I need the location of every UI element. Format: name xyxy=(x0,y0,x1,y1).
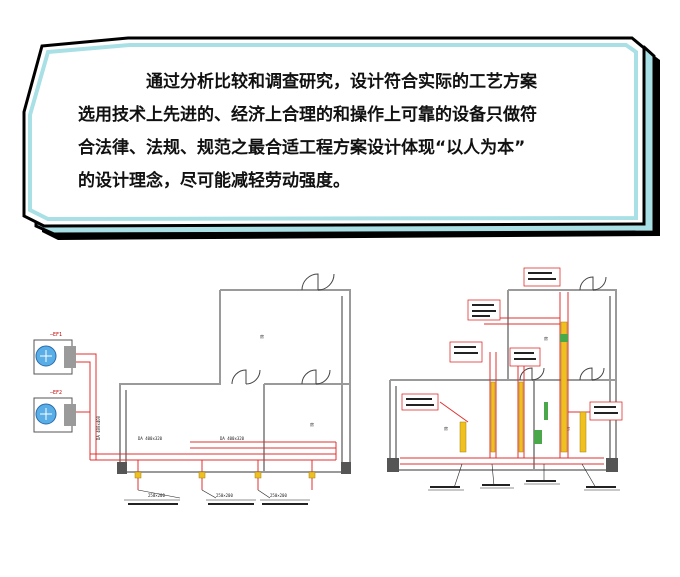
left-post-1 xyxy=(117,462,127,474)
right-plan-svg: 房 房 房 xyxy=(387,267,623,491)
left-room-label-1: 房 xyxy=(260,333,264,339)
right-label-box-text-marks xyxy=(406,272,618,414)
right-ducts xyxy=(400,292,604,465)
left-callout-1: 250×200 xyxy=(148,493,165,498)
panel-frame xyxy=(22,36,660,240)
left-callout-subtext-marks xyxy=(128,503,308,505)
svg-text:—EF1: —EF1 xyxy=(50,332,62,338)
right-walls xyxy=(389,289,617,471)
duct-label-vertical: DA 400x400 xyxy=(96,415,101,440)
panel-inner-accent xyxy=(28,43,638,222)
duct-label-horizontal-1: DA 400x320 xyxy=(138,436,163,441)
left-plan-svg: 房 房 —EF1 —EF2 xyxy=(33,273,351,505)
right-post-1 xyxy=(387,458,399,472)
left-walls xyxy=(119,289,351,473)
right-pipe-risers xyxy=(459,321,587,453)
left-fan-units: —EF1 —EF2 xyxy=(33,332,76,433)
panel-line-3: 合法律、法规、规范之最合适工程方案设计体现“以人为本” xyxy=(78,138,526,158)
panel-text: 通过分析比较和调查研究，设计符合实际的工艺方案 选用技术上先进的、经济上合理的和… xyxy=(78,66,638,198)
right-doors xyxy=(519,276,607,381)
right-hvac-plan: 房 房 房 xyxy=(384,262,646,522)
left-ducts xyxy=(76,353,337,490)
left-room-label-2: 房 xyxy=(310,421,314,427)
duct-label-horizontal-2: DA 400x320 xyxy=(220,436,245,441)
svg-text:—EF2: —EF2 xyxy=(50,390,62,396)
panel-line-2: 选用技术上先进的、经济上合理的和操作上可靠的设备只做符 xyxy=(78,105,537,125)
left-doors xyxy=(231,273,335,385)
left-duct-fittings xyxy=(134,471,316,479)
right-equipment-marks xyxy=(534,334,568,444)
left-hvac-plan: 房 房 —EF1 —EF2 xyxy=(20,262,365,522)
left-callout-2: 250×200 xyxy=(216,493,233,498)
left-post-2 xyxy=(341,462,351,474)
right-room-label-2: 房 xyxy=(444,425,448,431)
right-callout-text-marks xyxy=(430,480,616,488)
left-callout-lines xyxy=(124,489,310,501)
panel-line-1: 通过分析比较和调查研究，设计符合实际的工艺方案 xyxy=(146,72,537,92)
panel-front-layer xyxy=(22,36,646,228)
panel-line-4: 的设计理念，尽可能减轻劳动强度。 xyxy=(78,171,350,191)
intro-panel: 通过分析比较和调查研究，设计符合实际的工艺方案 选用技术上先进的、经济上合理的和… xyxy=(0,0,680,250)
right-callout-lines xyxy=(428,463,620,491)
right-post-2 xyxy=(606,458,618,472)
left-callout-3: 250×200 xyxy=(270,493,287,498)
right-room-label-1: 房 xyxy=(544,335,548,341)
